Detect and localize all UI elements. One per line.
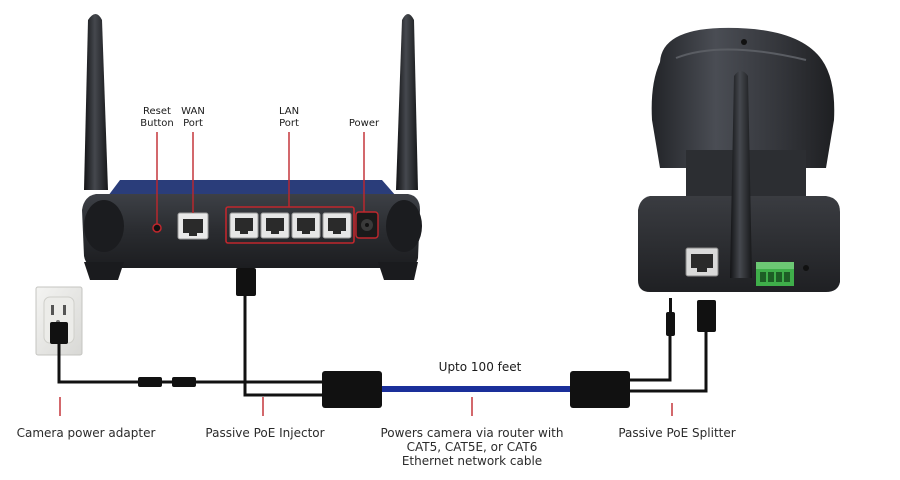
cables [57, 268, 716, 408]
router-antenna-right [396, 14, 418, 190]
reset-button-label: Reset Button [134, 106, 180, 129]
passive-poe-splitter-label: Passive PoE Splitter [618, 426, 736, 440]
wan-port-label: WAN Port [172, 106, 214, 129]
reset-label-line1: Reset [143, 106, 171, 117]
splitter-to-camera-dc-wire [630, 334, 672, 382]
wan-label-line1: WAN [181, 106, 205, 117]
camera-power-adapter-label: Camera power adapter [16, 426, 156, 440]
router-cable-description: Powers camera via router with CAT5, CAT5… [372, 426, 572, 468]
camera-antenna [730, 71, 752, 278]
router-callout-lines [156, 132, 365, 224]
passive-poe-injector-label: Passive PoE Injector [205, 426, 325, 440]
power-adapter-plug [50, 322, 68, 344]
router-reset-button [152, 223, 162, 233]
router-cable-line2: CAT5, CAT5E, or CAT6 [406, 440, 538, 454]
router-antenna-left [84, 14, 108, 190]
power-label: Power [348, 118, 380, 129]
splitter-to-camera-data-wire [630, 330, 708, 393]
wall-outlet [35, 286, 83, 356]
passive-poe-splitter [570, 371, 630, 408]
router-cable-line1: Powers camera via router with [380, 426, 564, 440]
lan-label-line1: LAN [278, 106, 300, 117]
passive-poe-injector [322, 371, 382, 408]
reset-label-line2: Button [140, 117, 174, 129]
router-cable-line3: Ethernet network cable [401, 454, 543, 468]
router [82, 14, 422, 280]
lan-port-label: LAN Port [268, 106, 310, 129]
adapter-wire [57, 344, 324, 384]
cable-length-label: Upto 100 feet [438, 360, 522, 374]
ip-camera [638, 27, 840, 292]
bottom-callout-lines [59, 397, 673, 416]
router-to-injector-wire [243, 292, 324, 397]
wan-label-line2: Port [183, 117, 203, 129]
lan-label-line2: Port [279, 117, 299, 129]
camera-terminal-block [756, 262, 794, 286]
router-lan-ports [225, 206, 355, 244]
